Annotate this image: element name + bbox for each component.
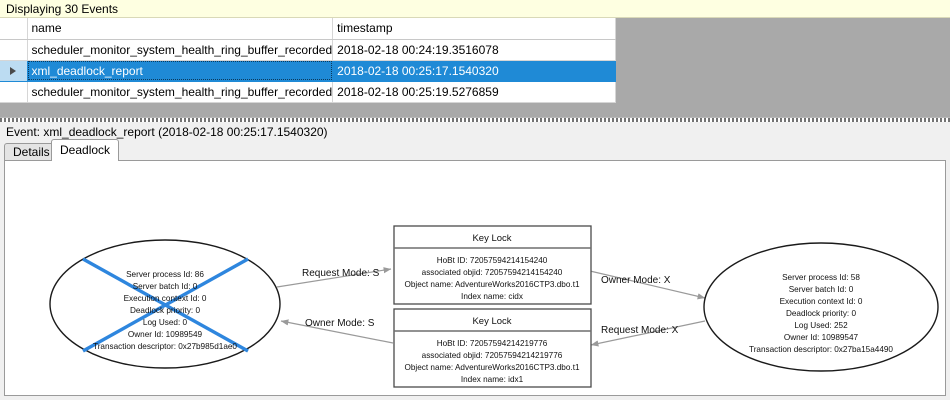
process-node-left[interactable]: Server process Id: 86 Server batch Id: 0… xyxy=(49,239,281,369)
deadlock-tab-panel: Request Mode: S Owner Mode: X Owner Mode… xyxy=(4,160,946,396)
process-right-line-5: Log Used: 252 xyxy=(794,321,848,330)
edge-owner-mode-x: Owner Mode: X xyxy=(589,270,706,300)
resource-top-line-1: HoBt ID: 72057594214154240 xyxy=(437,256,548,265)
edge-label-request-s: Request Mode: S xyxy=(302,268,380,279)
tab-deadlock[interactable]: Deadlock xyxy=(51,139,120,161)
row-selector-arrow-icon xyxy=(10,67,17,76)
process-left-line-5: Log Used: 0 xyxy=(143,318,188,327)
resource-bottom-line-2: associated objid: 72057594214219776 xyxy=(422,351,563,360)
cell-event-timestamp[interactable]: 2018-02-18 00:25:17.1540320 xyxy=(332,60,617,82)
resource-top-title: Key Lock xyxy=(472,233,511,244)
resource-node-bottom[interactable]: Key Lock HoBt ID: 72057594214219776 asso… xyxy=(393,308,592,388)
table-row[interactable]: xml_deadlock_report 2018-02-18 00:25:17.… xyxy=(0,60,617,82)
process-left-line-7: Transaction descriptor: 0x27b985d1ae0 xyxy=(93,342,237,351)
edge-label-owner-x: Owner Mode: X xyxy=(601,275,671,286)
process-node-right[interactable]: Server process Id: 58 Server batch Id: 0… xyxy=(703,242,939,372)
events-table[interactable]: name timestamp scheduler_monitor_system_… xyxy=(0,18,617,103)
process-right-line-6: Owner Id: 10989547 xyxy=(784,333,859,342)
events-grid[interactable]: name timestamp scheduler_monitor_system_… xyxy=(0,18,950,118)
cell-event-name[interactable]: xml_deadlock_report xyxy=(27,60,334,82)
table-header-row: name timestamp xyxy=(0,18,617,40)
resource-top-line-2: associated objid: 72057594214154240 xyxy=(422,268,563,277)
event-header-label: Event: xml_deadlock_report (2018-02-18 0… xyxy=(6,125,328,139)
process-left-line-6: Owner Id: 10989549 xyxy=(128,330,203,339)
process-right-line-4: Deadlock priority: 0 xyxy=(786,309,857,318)
edge-owner-mode-s: Owner Mode: S xyxy=(280,318,394,344)
pane-splitter[interactable] xyxy=(0,118,950,122)
cell-event-name[interactable]: scheduler_monitor_system_health_ring_buf… xyxy=(27,81,334,103)
event-detail-pane: Event: xml_deadlock_report (2018-02-18 0… xyxy=(0,122,950,400)
column-header-selector xyxy=(0,18,28,40)
process-ellipse-right[interactable] xyxy=(703,242,939,372)
events-status-bar: Displaying 30 Events xyxy=(0,0,950,18)
row-selector-cell[interactable] xyxy=(0,81,28,103)
edge-label-request-x: Request Mode: X xyxy=(601,325,679,336)
events-count-text: Displaying 30 Events xyxy=(6,2,119,16)
resource-bottom-title: Key Lock xyxy=(472,316,511,327)
process-right-line-3: Execution context Id: 0 xyxy=(780,297,863,306)
cell-event-timestamp[interactable]: 2018-02-18 00:24:19.3516078 xyxy=(332,39,617,61)
resource-box-bottom[interactable] xyxy=(393,308,592,388)
process-left-line-3: Execution context Id: 0 xyxy=(124,294,207,303)
victim-cross-icon xyxy=(82,257,249,353)
resource-top-line-3: Object name: AdventureWorks2016CTP3.dbo.… xyxy=(404,280,580,289)
process-left-line-2: Server batch Id: 0 xyxy=(133,282,198,291)
edge-request-mode-x: Request Mode: X xyxy=(590,320,706,347)
table-row[interactable]: scheduler_monitor_system_health_ring_buf… xyxy=(0,39,617,61)
tab-details[interactable]: Details xyxy=(4,143,59,161)
resource-bottom-line-4: Index name: idx1 xyxy=(461,375,524,384)
deadlock-graph[interactable]: Request Mode: S Owner Mode: X Owner Mode… xyxy=(5,161,945,395)
edge-request-mode-s: Request Mode: S xyxy=(276,267,392,288)
process-right-line-7: Transaction descriptor: 0x27ba15a4490 xyxy=(749,345,893,354)
row-selector-cell[interactable] xyxy=(0,39,28,61)
detail-tabstrip[interactable]: Details Deadlock xyxy=(4,139,946,161)
edge-label-owner-s: Owner Mode: S xyxy=(305,318,375,329)
process-left-line-1: Server process Id: 86 xyxy=(126,270,204,279)
column-header-name[interactable]: name xyxy=(27,18,334,40)
resource-bottom-line-3: Object name: AdventureWorks2016CTP3.dbo.… xyxy=(404,363,580,372)
cell-event-timestamp[interactable]: 2018-02-18 00:25:19.5276859 xyxy=(332,81,617,103)
resource-bottom-line-1: HoBt ID: 72057594214219776 xyxy=(437,339,548,348)
table-row[interactable]: scheduler_monitor_system_health_ring_buf… xyxy=(0,81,617,103)
process-right-line-1: Server process Id: 58 xyxy=(782,273,860,282)
row-selector-cell[interactable] xyxy=(0,60,28,82)
cell-event-name[interactable]: scheduler_monitor_system_health_ring_buf… xyxy=(27,39,334,61)
column-header-timestamp[interactable]: timestamp xyxy=(332,18,617,40)
resource-box-top[interactable] xyxy=(393,225,592,305)
process-right-line-2: Server batch Id: 0 xyxy=(789,285,854,294)
resource-node-top[interactable]: Key Lock HoBt ID: 72057594214154240 asso… xyxy=(393,225,592,305)
resource-top-line-4: Index name: cidx xyxy=(461,292,523,301)
process-left-line-4: Deadlock priority: 0 xyxy=(130,306,201,315)
